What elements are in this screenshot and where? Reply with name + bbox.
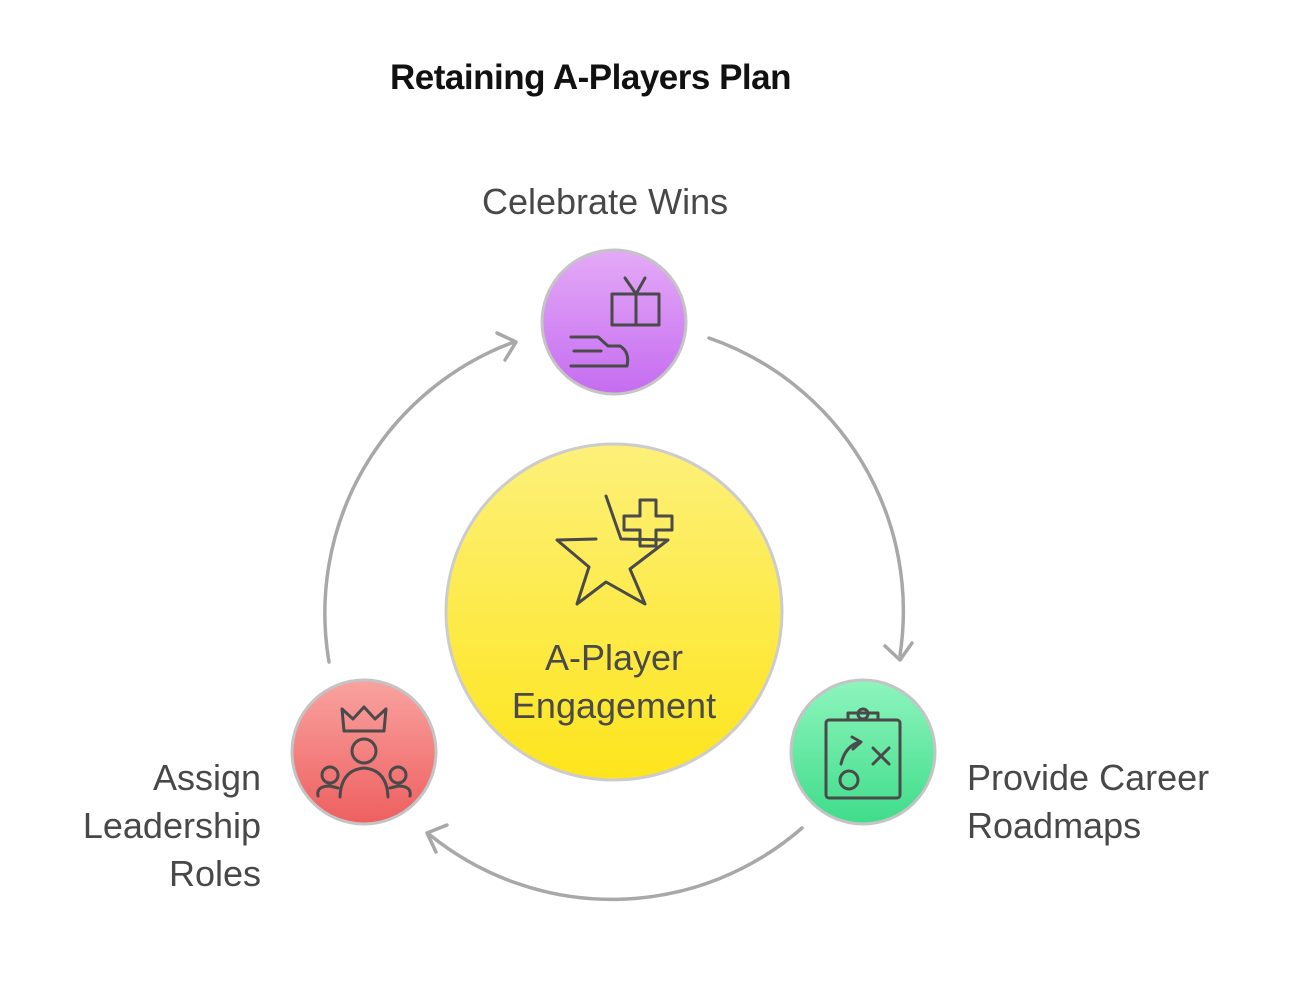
node-label-line: Leadership — [82, 805, 261, 846]
center-node — [444, 442, 784, 782]
center-label-line1: A-Player — [544, 637, 684, 678]
arrowhead-wins — [495, 331, 518, 362]
node-label-line: Roadmaps — [967, 805, 1142, 846]
node-celebrate-wins — [540, 248, 688, 396]
center-label: A-Player Engagement — [444, 634, 784, 730]
arrowhead-leadership — [425, 823, 449, 854]
node-label-line: Provide Career — [967, 757, 1210, 798]
node-label-celebrate-wins: Celebrate Wins — [482, 178, 728, 226]
arrowhead-roadmaps — [883, 641, 914, 662]
diagram-title: Retaining A-Players Plan — [390, 58, 792, 97]
arrow-leadership-to-wins — [323, 340, 516, 664]
arrow-wins-to-roadmaps — [707, 336, 906, 657]
center-label-line2: Engagement — [511, 685, 717, 726]
star-plus-icon — [555, 494, 674, 606]
node-label-career-roadmaps: Provide Career Roadmaps — [967, 754, 1209, 850]
node-label-leadership-roles: Assign Leadership Roles — [83, 754, 261, 898]
node-leadership-roles — [290, 678, 438, 826]
arrow-roadmaps-to-leadership — [428, 826, 804, 902]
team-leader-crown-icon — [316, 705, 412, 799]
node-label-line: Celebrate Wins — [482, 181, 729, 222]
gift-in-hand-icon — [569, 276, 661, 368]
node-career-roadmaps — [789, 678, 937, 826]
cycle-arrows — [323, 331, 914, 902]
node-label-line: Assign — [152, 757, 261, 798]
node-label-line: Roles — [168, 853, 261, 894]
strategy-clipboard-icon — [824, 707, 902, 800]
